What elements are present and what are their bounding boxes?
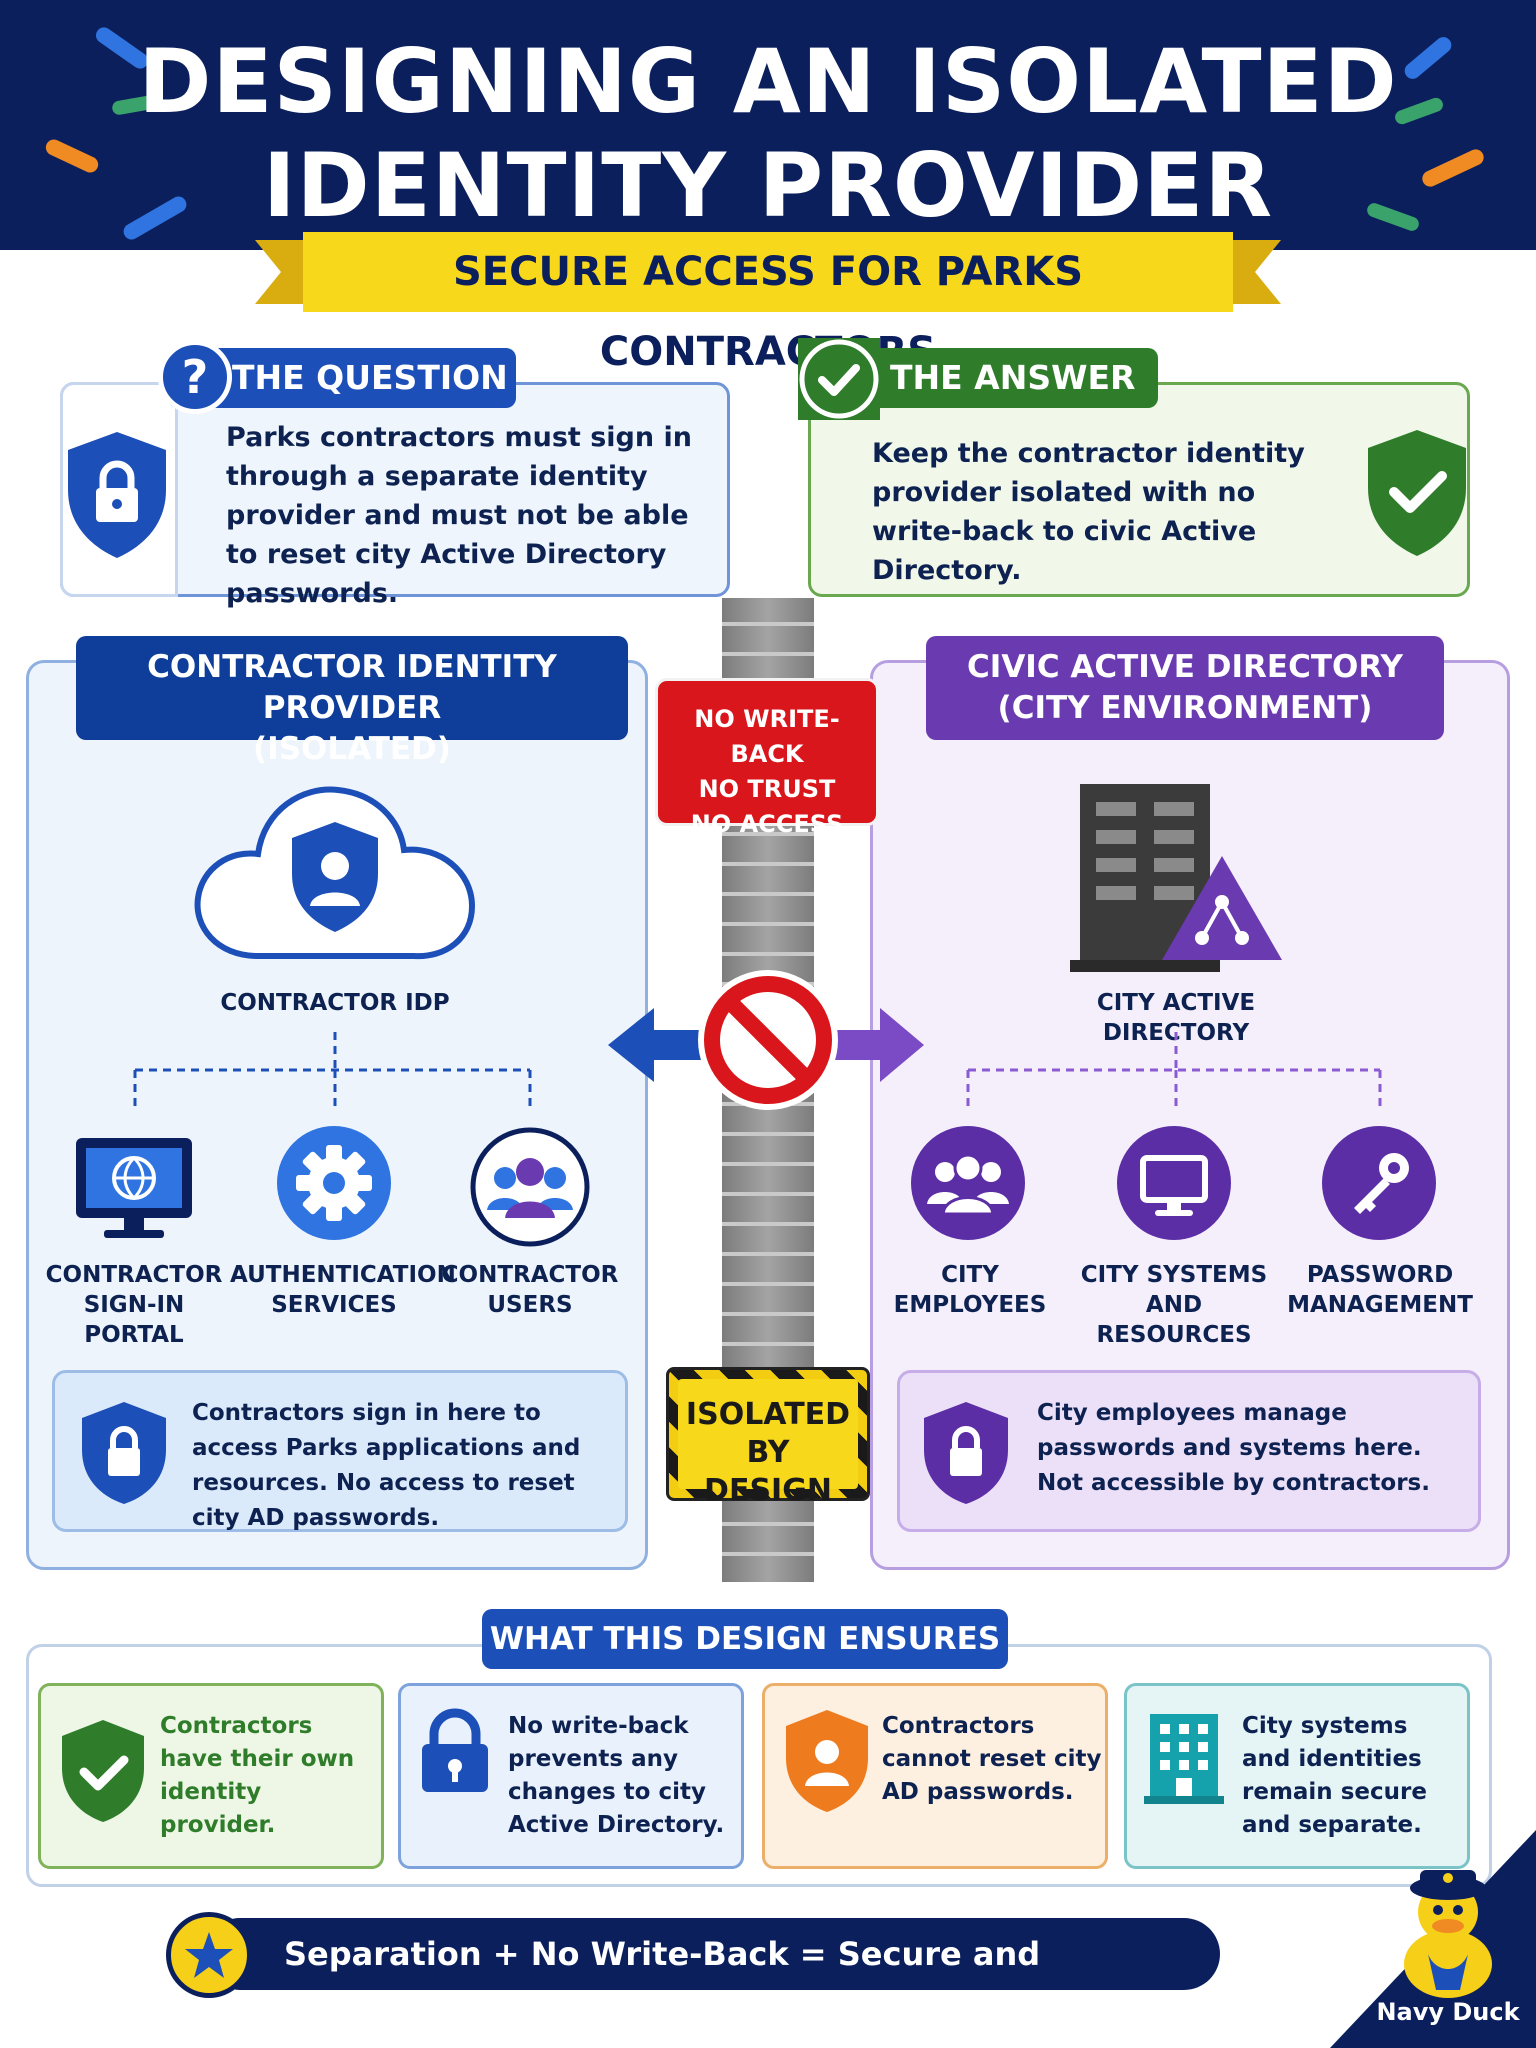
contractor-idp-panel-header: CONTRACTOR IDENTITY PROVIDER (ISOLATED)	[76, 636, 628, 767]
arrow-right-icon	[832, 1008, 924, 1082]
office-building-icon	[1070, 784, 1282, 972]
monitor-globe-icon	[76, 1138, 192, 1238]
node-label-line: PASSWORD	[1306, 1262, 1454, 1288]
confetti-stroke	[112, 95, 158, 115]
question-text: Parks contractors must sign in through a…	[226, 422, 692, 609]
gear-icon	[296, 1145, 372, 1221]
ensure-text: No write-back prevents any changes to ci…	[508, 1713, 725, 1838]
confetti-stroke	[1404, 37, 1452, 79]
contractor-idp-label: CONTRACTOR IDP	[220, 990, 450, 1016]
panel-header-line-2: (CITY ENVIRONMENT)	[997, 690, 1373, 726]
node-label-line: AUTHENTICATION	[230, 1262, 456, 1288]
cloud-shield-icon	[194, 786, 476, 960]
shield-check-icon	[1368, 430, 1466, 556]
footer-summary: Separation + No Write-Back = Secure and …	[204, 1918, 1220, 2045]
header-band	[0, 0, 1536, 250]
ensure-text: Contractors have their own identity prov…	[160, 1713, 355, 1838]
page-title: DESIGNING AN ISOLATED IDENTITY PROVIDER	[0, 30, 1536, 238]
contractor-sign-in-portal-label: CONTRACTOR SIGN-IN PORTAL	[34, 1260, 234, 1350]
sign-line: BY DESIGN	[704, 1435, 832, 1508]
confetti-stroke	[95, 27, 149, 69]
confetti-stroke	[45, 139, 99, 173]
node-label-line: MANAGEMENT	[1287, 1292, 1473, 1318]
subtitle: SECURE ACCESS FOR PARKS CONTRACTORS	[452, 249, 1084, 375]
user-shield-icon	[786, 1710, 868, 1812]
contractor-idp-connector	[133, 1032, 532, 1108]
ensure-text: Contractors cannot reset city AD passwor…	[882, 1713, 1102, 1805]
node-label-line: CITY SYSTEMS	[1080, 1262, 1268, 1288]
panel-header-line-2: (ISOLATED)	[253, 731, 451, 767]
lock-shield-icon	[68, 432, 166, 558]
city-employees-label: CITY EMPLOYEES	[870, 1260, 1070, 1320]
authentication-services-label: AUTHENTICATION SERVICES	[230, 1260, 456, 1320]
ensure-text: City systems and identities remain secur…	[1242, 1713, 1427, 1838]
panel-header-line-1: CIVIC ACTIVE DIRECTORY	[967, 649, 1403, 685]
answer-card	[808, 382, 1470, 597]
sign-line: NO ACCESS	[690, 810, 844, 838]
subtitle-ribbon	[255, 232, 1281, 312]
confetti-stroke	[123, 196, 187, 240]
building-icon	[1144, 1714, 1224, 1804]
answer-text: Keep the contractor identity provider is…	[872, 438, 1305, 586]
contractor-info-text: Contractors sign in here to access Parks…	[192, 1400, 581, 1531]
title-line-1: DESIGNING AN ISOLATED	[138, 30, 1398, 133]
panel-header-line-1: CONTRACTOR IDENTITY PROVIDER	[147, 649, 557, 726]
node-label-line: SIGN-IN PORTAL	[83, 1292, 185, 1348]
duck-mascot-icon	[1404, 1870, 1492, 1998]
node-label-line: SERVICES	[271, 1292, 397, 1318]
lock-icon	[422, 1708, 488, 1792]
sign-line: NO TRUST	[698, 775, 836, 803]
node-label-line: CITY EMPLOYEES	[893, 1262, 1047, 1318]
contractor-users-label: CONTRACTOR USERS	[430, 1260, 630, 1320]
key-icon	[1322, 1126, 1436, 1240]
monitor-icon	[1117, 1126, 1231, 1240]
check-circle-icon	[798, 338, 880, 420]
confetti-stroke	[1367, 203, 1419, 231]
sign-line: ISOLATED	[685, 1397, 851, 1432]
civic-ad-panel-header: CIVIC ACTIVE DIRECTORY (CITY ENVIRONMENT…	[926, 636, 1444, 740]
lock-shield-icon	[82, 1402, 166, 1504]
isolated-by-design-text: ISOLATED BY DESIGN	[678, 1379, 858, 1508]
ensures-title: WHAT THIS DESIGN ENSURES	[482, 1609, 1008, 1669]
question-mark-icon: ?	[158, 340, 232, 414]
shield-check-icon	[62, 1720, 144, 1822]
password-management-label: PASSWORD MANAGEMENT	[1280, 1260, 1480, 1320]
node-label-line: CONTRACTOR	[441, 1262, 619, 1288]
lock-shield-icon	[924, 1402, 1008, 1504]
city-active-directory-label: CITY ACTIVE DIRECTORY	[1096, 990, 1256, 1046]
arrow-left-icon	[608, 1008, 710, 1082]
no-access-sign: NO WRITE-BACK NO TRUST NO ACCESS	[655, 678, 879, 838]
people-icon	[911, 1126, 1025, 1240]
prohibited-icon	[698, 970, 838, 1110]
city-ad-connector	[966, 1032, 1382, 1108]
star-icon	[185, 1932, 233, 1978]
node-label-line: USERS	[487, 1292, 573, 1318]
sign-line: NO WRITE-BACK	[694, 705, 840, 768]
city-systems-label: CITY SYSTEMS AND RESOURCES	[1072, 1260, 1276, 1350]
header-decorations	[45, 27, 1484, 240]
title-line-2: IDENTITY PROVIDER	[262, 134, 1274, 237]
city-info-text: City employees manage passwords and syst…	[1037, 1400, 1430, 1496]
answer-label: THE ANSWER	[826, 348, 1158, 408]
confetti-stroke	[1422, 149, 1484, 187]
node-label-line: CONTRACTOR	[45, 1262, 223, 1288]
users-icon	[470, 1127, 590, 1247]
confetti-stroke	[1395, 97, 1443, 125]
mascot-name: Navy Duck	[1376, 1998, 1520, 2026]
node-label-line: AND RESOURCES	[1096, 1292, 1252, 1348]
